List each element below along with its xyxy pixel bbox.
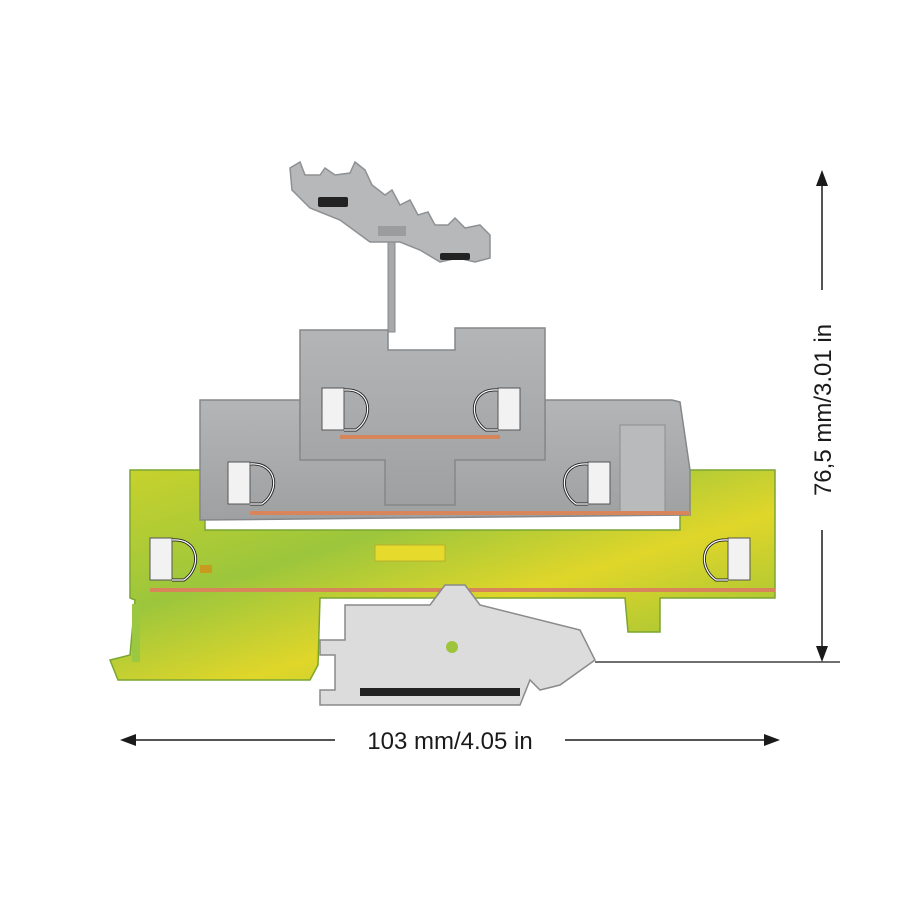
jumper-slot	[440, 253, 470, 260]
jumper-slot	[318, 197, 348, 207]
arrow-up-icon	[816, 170, 828, 186]
jumper-logo-plate	[378, 226, 406, 236]
height-dimension: 76,5 mm/3.01 in	[595, 170, 840, 663]
screw-hole	[446, 641, 458, 653]
arrow-down-icon	[816, 646, 828, 662]
jumper-bar	[289, 160, 491, 333]
test-port	[200, 565, 212, 573]
width-label: 103 mm/4.05 in	[367, 728, 532, 755]
spring-clamp[interactable]	[227, 461, 276, 506]
jumper-stem	[387, 227, 396, 333]
height-label: 76,5 mm/3.01 in	[810, 324, 837, 496]
spring-clamp[interactable]	[702, 537, 751, 582]
foot-leg	[132, 604, 140, 662]
ground-level-housing	[108, 469, 776, 681]
width-dimension: 103 mm/4.05 in	[120, 728, 780, 755]
arrow-left-icon	[120, 734, 136, 746]
rail-slot	[360, 688, 520, 696]
jumper-comb	[289, 160, 491, 263]
spring-clamp[interactable]	[149, 537, 198, 582]
spring-clamp[interactable]	[472, 387, 521, 432]
marker-slot	[374, 544, 446, 562]
spring-clamps	[149, 387, 751, 582]
arrow-right-icon	[764, 734, 780, 746]
top-level-housing	[299, 327, 546, 506]
spring-clamp[interactable]	[562, 461, 611, 506]
spring-clamp[interactable]	[321, 387, 370, 432]
end-section	[619, 424, 666, 516]
